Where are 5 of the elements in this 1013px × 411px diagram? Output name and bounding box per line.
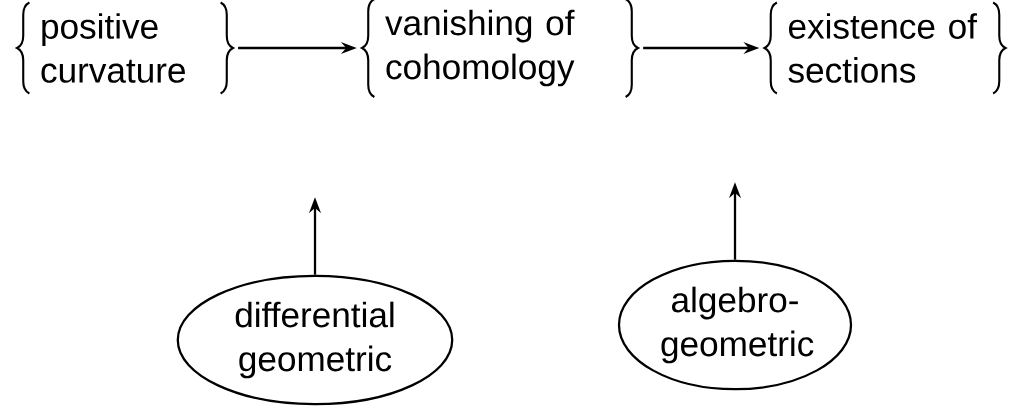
braced-text: existence of sections [763,1,1007,95]
ellipse-node: differential geometric [176,274,454,406]
ellipse-node: algebro- geometric [617,259,853,391]
braced-text: positive curvature [16,1,234,95]
braced-text: vanishing of cohomology [361,0,639,98]
